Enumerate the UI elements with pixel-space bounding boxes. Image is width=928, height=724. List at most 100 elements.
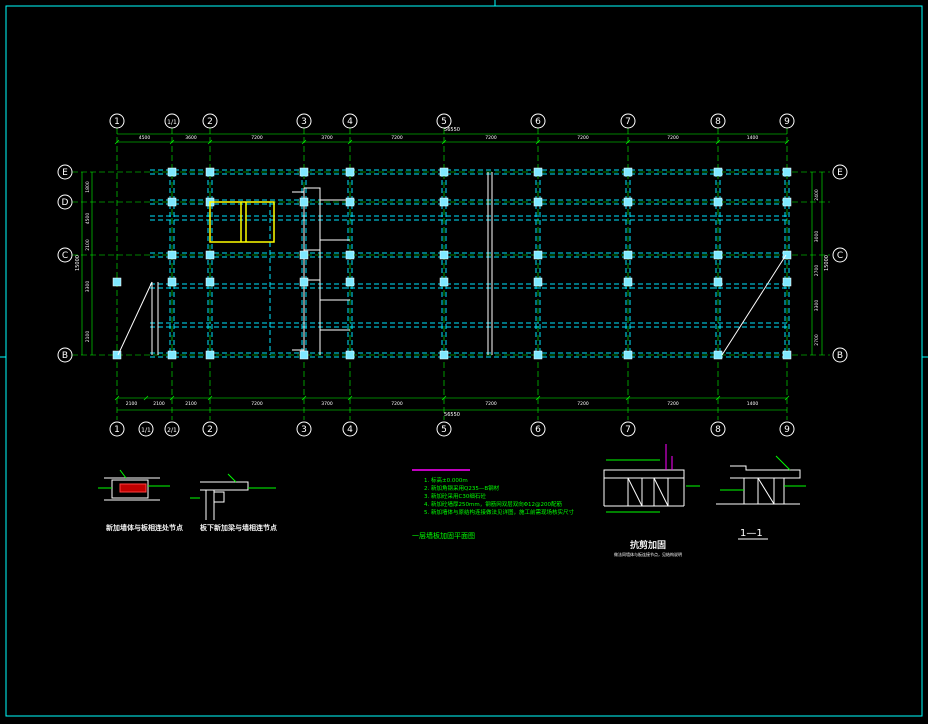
dimension-text: 7200	[667, 401, 679, 407]
axis-bubble-top	[296, 113, 312, 129]
dimension-text: 7200	[391, 401, 403, 407]
column	[299, 250, 309, 260]
dimension-total-text: 56550	[444, 412, 460, 418]
detail-c-sublabel: 做法同墙体与板连接节点，见结构说明	[614, 551, 682, 557]
axis-bubble-top-label: 3	[301, 117, 307, 127]
axis-bubble-bottom	[164, 421, 180, 437]
drawing-frame	[5, 5, 923, 717]
dimension-text: 7200	[667, 135, 679, 141]
dimension-text: 7200	[391, 135, 403, 141]
column	[167, 250, 177, 260]
column	[439, 250, 449, 260]
axis-grid-layer	[72, 128, 830, 420]
axis-bubble-bottom-label: 7	[625, 425, 631, 435]
dimension-text: 2700	[814, 334, 820, 346]
note-line: 4. 新加砼墙厚250mm，钢筋网双层双向Φ12@200配筋	[424, 500, 563, 508]
column	[439, 197, 449, 207]
column	[299, 350, 309, 360]
axis-bubble-bottom-label: 9	[784, 425, 790, 435]
detail-a-label: 新加墙体与板相连处节点	[106, 523, 183, 532]
dimension-text: 3300	[85, 281, 91, 293]
column	[782, 197, 792, 207]
column	[167, 167, 177, 177]
section-drawing	[716, 455, 806, 505]
column	[345, 167, 355, 177]
dimension-text: 1400	[747, 401, 759, 407]
dimension-tick	[535, 395, 541, 401]
column	[345, 277, 355, 287]
dimension-text: 3000	[814, 231, 820, 243]
dimension-text: 3700	[321, 135, 333, 141]
axis-bubble-bottom	[530, 421, 546, 437]
column	[205, 350, 215, 360]
shear-wall	[151, 282, 159, 355]
axis-bubble-bottom	[296, 421, 312, 437]
axis-bubble-top	[164, 113, 180, 129]
dimension-text: 2100	[185, 401, 197, 407]
dimension-tick	[114, 395, 120, 401]
beam-layer	[150, 169, 790, 358]
axis-bubble-right-label: C	[837, 251, 843, 261]
column	[713, 197, 723, 207]
dimension-tick	[301, 139, 307, 145]
axis-bubble-bottom	[620, 421, 636, 437]
axis-bubble-right	[832, 347, 848, 363]
column	[782, 167, 792, 177]
column	[623, 277, 633, 287]
axis-bubble-bottom-label: 8	[715, 425, 721, 435]
dimension-text: 7200	[251, 401, 263, 407]
dimension-tick	[715, 395, 721, 401]
dimension-tick	[535, 139, 541, 145]
axis-bubble-bottom-label: 5	[441, 425, 447, 435]
axis-bubble-bottom	[779, 421, 795, 437]
column	[782, 277, 792, 287]
dimension-text: 7200	[251, 135, 263, 141]
dimension-tick	[715, 139, 721, 145]
axis-bubble-left	[57, 194, 73, 210]
dimension-text: 7200	[577, 401, 589, 407]
axis-bubble-right-label: B	[837, 351, 843, 361]
axis-bubble-top	[202, 113, 218, 129]
column	[299, 197, 309, 207]
dimension-text: 7200	[577, 135, 589, 141]
column	[167, 277, 177, 287]
axis-bubble-top	[436, 113, 452, 129]
column	[623, 350, 633, 360]
column	[713, 250, 723, 260]
axis-bubble-bottom	[436, 421, 452, 437]
column	[533, 250, 543, 260]
dimension-tick	[784, 139, 790, 145]
axis-bubble-top	[530, 113, 546, 129]
axis-bubble-right	[832, 247, 848, 263]
axis-bubble-top-label: 7	[625, 117, 631, 127]
plan-caption: 一层墙板加固平面图	[412, 531, 475, 540]
column	[623, 250, 633, 260]
dimension-tick	[301, 395, 307, 401]
column	[713, 277, 723, 287]
dimension-tick	[441, 139, 447, 145]
dimension-tick	[143, 395, 149, 401]
axis-bubble-left-label: E	[62, 168, 68, 178]
axis-bubble-bottom-label: 6	[535, 425, 541, 435]
axis-bubble-bottom	[138, 421, 154, 437]
dimension-tick	[625, 395, 631, 401]
shear-wall	[303, 187, 350, 355]
axis-bubble-bottom-label: 2/1	[167, 427, 177, 434]
dimension-text: 3700	[321, 401, 333, 407]
dimension-tick	[169, 395, 175, 401]
axis-bubble-top-label: 5	[441, 117, 447, 127]
column-layer	[112, 167, 792, 360]
detail-c-label: 抗剪加固	[630, 539, 666, 551]
axis-bubble-left	[57, 347, 73, 363]
dimension-text: 7200	[485, 135, 497, 141]
diagonal-bracing	[117, 254, 787, 356]
note-line: 3. 新加砼采用C30细石砼	[424, 492, 486, 500]
column	[782, 350, 792, 360]
column	[167, 350, 177, 360]
axis-bubble-bottom	[342, 421, 358, 437]
dimension-text: 7200	[485, 401, 497, 407]
